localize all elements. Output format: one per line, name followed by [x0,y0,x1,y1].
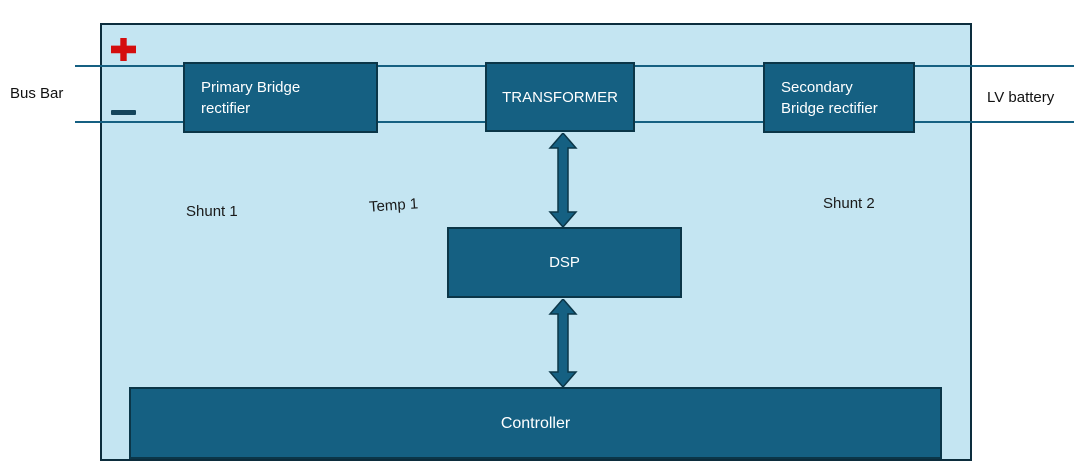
secondary-bridge-rectifier-label-line1: Secondary [781,78,853,96]
controller-block: Controller [129,387,942,459]
dsp-controller-arrow-icon [548,299,578,387]
primary-bridge-rectifier-block: Primary Bridge rectifier [183,62,378,133]
dsp-label: DSP [549,254,580,271]
controller-label: Controller [500,414,571,432]
minus-icon [111,110,136,115]
secondary-bridge-rectifier-label-line2: Bridge rectifier [781,99,878,117]
primary-bridge-rectifier-label-line1: Primary Bridge [201,78,301,96]
transformer-label: TRANSFORMER [502,88,618,106]
lv-battery-label: LV battery [987,89,1055,106]
dsp-block: DSP [447,227,682,298]
transformer-block: TRANSFORMER [485,62,635,132]
bus-bar-label: Bus Bar [10,85,64,102]
temp1-label: Temp 1 [368,195,419,216]
shunt2-label: Shunt 2 [823,195,875,212]
primary-bridge-rectifier-label-line2: rectifier [201,99,251,117]
transformer-dsp-arrow-icon [548,133,578,227]
shunt1-label: Shunt 1 [186,203,238,220]
plus-icon [111,38,136,61]
secondary-bridge-rectifier-block: Secondary Bridge rectifier [763,62,915,133]
